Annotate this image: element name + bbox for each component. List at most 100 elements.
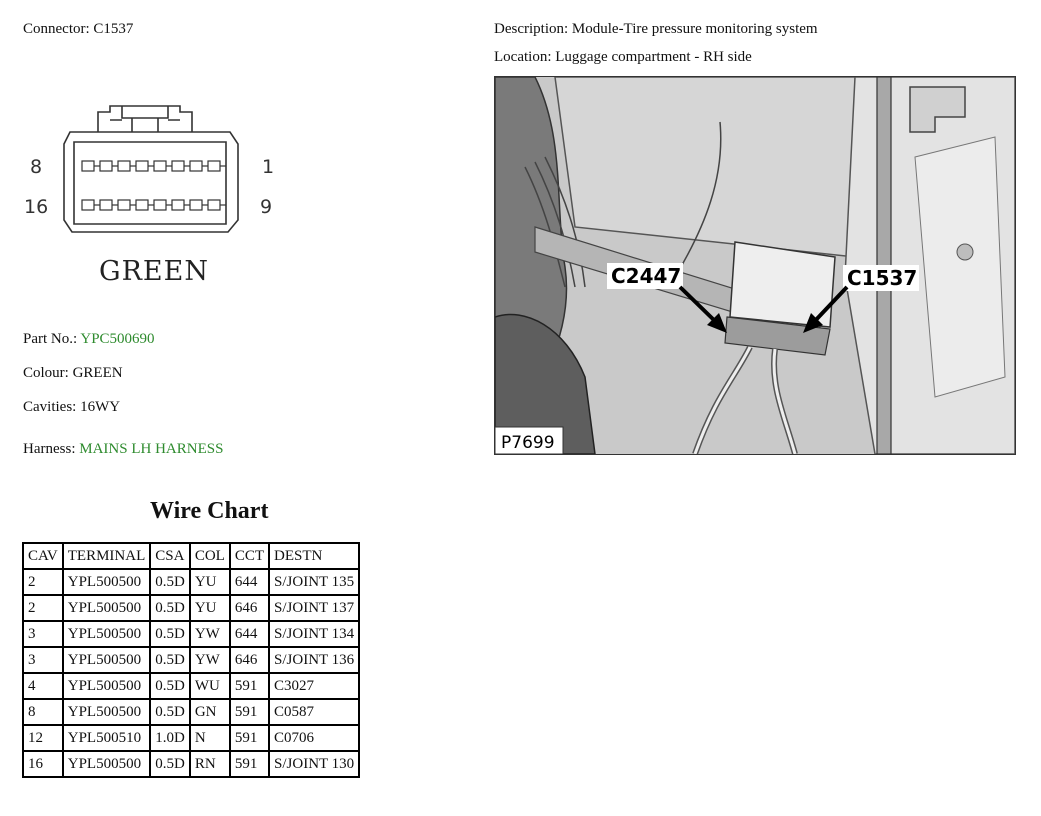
harness-label: Harness: xyxy=(23,441,76,457)
cell-cct: 644 xyxy=(228,568,271,596)
header-col: COL xyxy=(188,542,231,570)
cell-terminal: YPL500500 xyxy=(61,568,152,596)
location-photo: C2447 C1537 P7699 xyxy=(494,76,1016,455)
cell-terminal: YPL500500 xyxy=(61,672,152,700)
cell-csa: 1.0D xyxy=(149,724,191,752)
cell-csa: 0.5D xyxy=(149,594,191,622)
pin-cavity xyxy=(189,160,203,172)
callout-c2447: C2447 xyxy=(611,264,681,288)
cell-csa: 0.5D xyxy=(149,698,191,726)
pin-cavity xyxy=(117,199,131,211)
pin-cavity xyxy=(171,160,185,172)
cell-col: YU xyxy=(188,568,231,596)
cell-col: GN xyxy=(188,698,231,726)
cell-cct: 646 xyxy=(228,594,271,622)
pin-cavity xyxy=(81,199,95,211)
cell-destn: S/JOINT 135 xyxy=(268,568,361,596)
pin-cavity xyxy=(171,199,185,211)
connector-face-diagram xyxy=(60,102,240,242)
cell-terminal: YPL500500 xyxy=(61,750,152,778)
pin-label-1: 1 xyxy=(262,156,275,178)
pin-cavity xyxy=(207,199,221,211)
cell-destn: C0706 xyxy=(268,724,361,752)
pin-cavity xyxy=(153,160,167,172)
header-terminal: TERMINAL xyxy=(61,542,152,570)
wire-chart-header-row: CAV TERMINAL CSA COL CCT DESTN xyxy=(22,542,361,570)
pin-label-9: 9 xyxy=(260,196,273,218)
location-label: Location: Luggage compartment - RH side xyxy=(494,49,752,65)
cell-col: YW xyxy=(188,620,231,648)
cell-destn: C0587 xyxy=(268,698,361,726)
connector-label: Connector: C1537 xyxy=(23,21,134,37)
pin-cavity xyxy=(117,160,131,172)
harness-value: MAINS LH HARNESS xyxy=(79,441,224,457)
cell-destn: S/JOINT 134 xyxy=(268,620,361,648)
cell-col: WU xyxy=(188,672,231,700)
photo-reference: P7699 xyxy=(501,433,555,453)
wire-chart-title: Wire Chart xyxy=(150,498,269,524)
header-cav: CAV xyxy=(22,542,64,570)
cell-cav: 2 xyxy=(22,594,64,622)
cell-cav: 16 xyxy=(22,750,64,778)
cell-cct: 646 xyxy=(228,646,271,674)
cell-csa: 0.5D xyxy=(149,620,191,648)
pin-label-8: 8 xyxy=(30,156,43,178)
cell-cav: 3 xyxy=(22,620,64,648)
pin-cavity xyxy=(207,160,221,172)
cell-cct: 591 xyxy=(228,724,271,752)
cell-destn: S/JOINT 136 xyxy=(268,646,361,674)
header-cct: CCT xyxy=(228,542,271,570)
cell-cav: 2 xyxy=(22,568,64,596)
part-number: Part No.: YPC500690 xyxy=(23,331,155,348)
harness: Harness: MAINS LH HARNESS xyxy=(23,441,223,458)
connector-face-drawing xyxy=(63,105,239,233)
pin-cavity xyxy=(189,199,203,211)
cell-cav: 12 xyxy=(22,724,64,752)
part-number-label: Part No.: xyxy=(23,331,78,347)
cell-csa: 0.5D xyxy=(149,672,191,700)
part-number-value: YPC500690 xyxy=(80,331,155,347)
cell-destn: S/JOINT 130 xyxy=(268,750,361,778)
cell-destn: C3027 xyxy=(268,672,361,700)
cell-terminal: YPL500510 xyxy=(61,724,152,752)
cell-terminal: YPL500500 xyxy=(61,594,152,622)
callout-c1537: C1537 xyxy=(847,266,917,290)
cell-col: YU xyxy=(188,594,231,622)
pin-cavity xyxy=(153,199,167,211)
cell-csa: 0.5D xyxy=(149,568,191,596)
pin-cavity xyxy=(99,199,113,211)
cell-col: YW xyxy=(188,646,231,674)
connector-colour-label: GREEN xyxy=(99,256,209,287)
header-destn: DESTN xyxy=(268,542,361,570)
cell-col: N xyxy=(188,724,231,752)
pin-cavity xyxy=(135,199,149,211)
cell-csa: 0.5D xyxy=(149,646,191,674)
location-photo-drawing: C2447 C1537 P7699 xyxy=(495,77,1015,454)
cell-cct: 591 xyxy=(228,672,271,700)
cell-cav: 8 xyxy=(22,698,64,726)
pin-cavity xyxy=(135,160,149,172)
header-csa: CSA xyxy=(149,542,191,570)
cell-cav: 4 xyxy=(22,672,64,700)
cell-destn: S/JOINT 137 xyxy=(268,594,361,622)
pin-cavity xyxy=(81,160,95,172)
cell-cct: 591 xyxy=(228,698,271,726)
description-label: Description: Module-Tire pressure monito… xyxy=(494,21,818,37)
cell-terminal: YPL500500 xyxy=(61,620,152,648)
cell-cct: 644 xyxy=(228,620,271,648)
cell-terminal: YPL500500 xyxy=(61,646,152,674)
cell-cct: 591 xyxy=(228,750,271,778)
cell-csa: 0.5D xyxy=(149,750,191,778)
cell-cav: 3 xyxy=(22,646,64,674)
cell-col: RN xyxy=(188,750,231,778)
